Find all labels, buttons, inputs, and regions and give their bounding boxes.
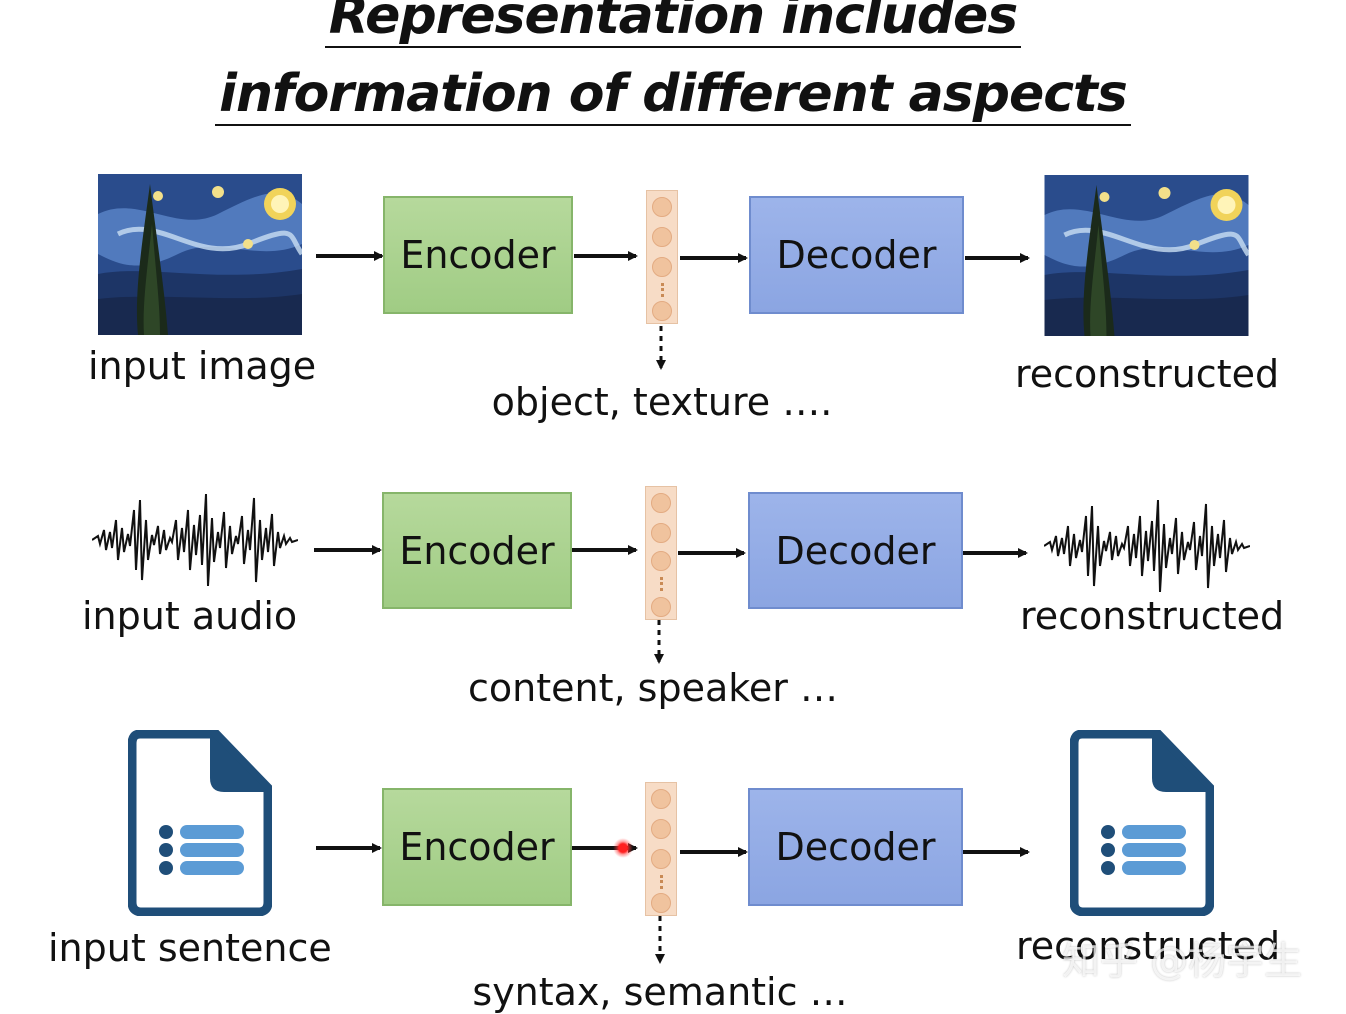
watermark: 知乎 @杨宇生 bbox=[1062, 939, 1303, 983]
features-label-2: content, speaker … bbox=[468, 666, 838, 710]
title-line-1: Representation includes bbox=[0, 0, 1346, 48]
encoder-box-2: Encoder bbox=[382, 492, 572, 609]
input-label-1: input image bbox=[88, 344, 317, 388]
latent-unit bbox=[651, 551, 671, 571]
input-label-3: input sentence bbox=[48, 926, 332, 970]
decoder-box-1: Decoder bbox=[749, 196, 964, 314]
encoder-box-1: Encoder bbox=[383, 196, 573, 314]
input-label-2: input audio bbox=[82, 594, 298, 638]
features-label-1: object, texture …. bbox=[491, 380, 833, 424]
latent-vector-1 bbox=[646, 190, 678, 324]
latent-unit bbox=[651, 493, 671, 513]
latent-unit bbox=[651, 523, 671, 543]
latent-unit bbox=[651, 597, 671, 617]
features-label-3: syntax, semantic … bbox=[472, 970, 848, 1014]
latent-unit bbox=[652, 197, 672, 217]
laser-pointer-dot bbox=[613, 838, 633, 858]
output-label-3: reconstructed bbox=[1016, 924, 1281, 968]
output-audio-waveform bbox=[1044, 499, 1250, 593]
latent-unit bbox=[651, 819, 671, 839]
latent-unit bbox=[652, 257, 672, 277]
decoder-box-3: Decoder bbox=[748, 788, 963, 906]
encoder-box-3: Encoder bbox=[382, 788, 572, 906]
starry-night-input-image bbox=[98, 174, 302, 335]
title-line-2: information of different aspects bbox=[0, 64, 1346, 126]
latent-unit bbox=[651, 893, 671, 913]
input-document-icon bbox=[128, 730, 272, 916]
latent-ellipsis bbox=[660, 577, 666, 591]
latent-unit bbox=[651, 789, 671, 809]
latent-unit bbox=[652, 227, 672, 247]
latent-ellipsis bbox=[661, 283, 667, 297]
output-document-icon bbox=[1070, 730, 1214, 916]
latent-unit bbox=[651, 849, 671, 869]
latent-vector-3 bbox=[645, 782, 677, 916]
input-audio-waveform bbox=[92, 493, 298, 587]
output-label-2: reconstructed bbox=[1020, 594, 1285, 638]
latent-unit bbox=[652, 301, 672, 321]
decoder-box-2: Decoder bbox=[748, 492, 963, 609]
starry-night-output-image bbox=[1044, 175, 1249, 336]
output-label-1: reconstructed bbox=[1015, 352, 1280, 396]
latent-ellipsis bbox=[660, 875, 666, 889]
latent-vector-2 bbox=[645, 486, 677, 620]
